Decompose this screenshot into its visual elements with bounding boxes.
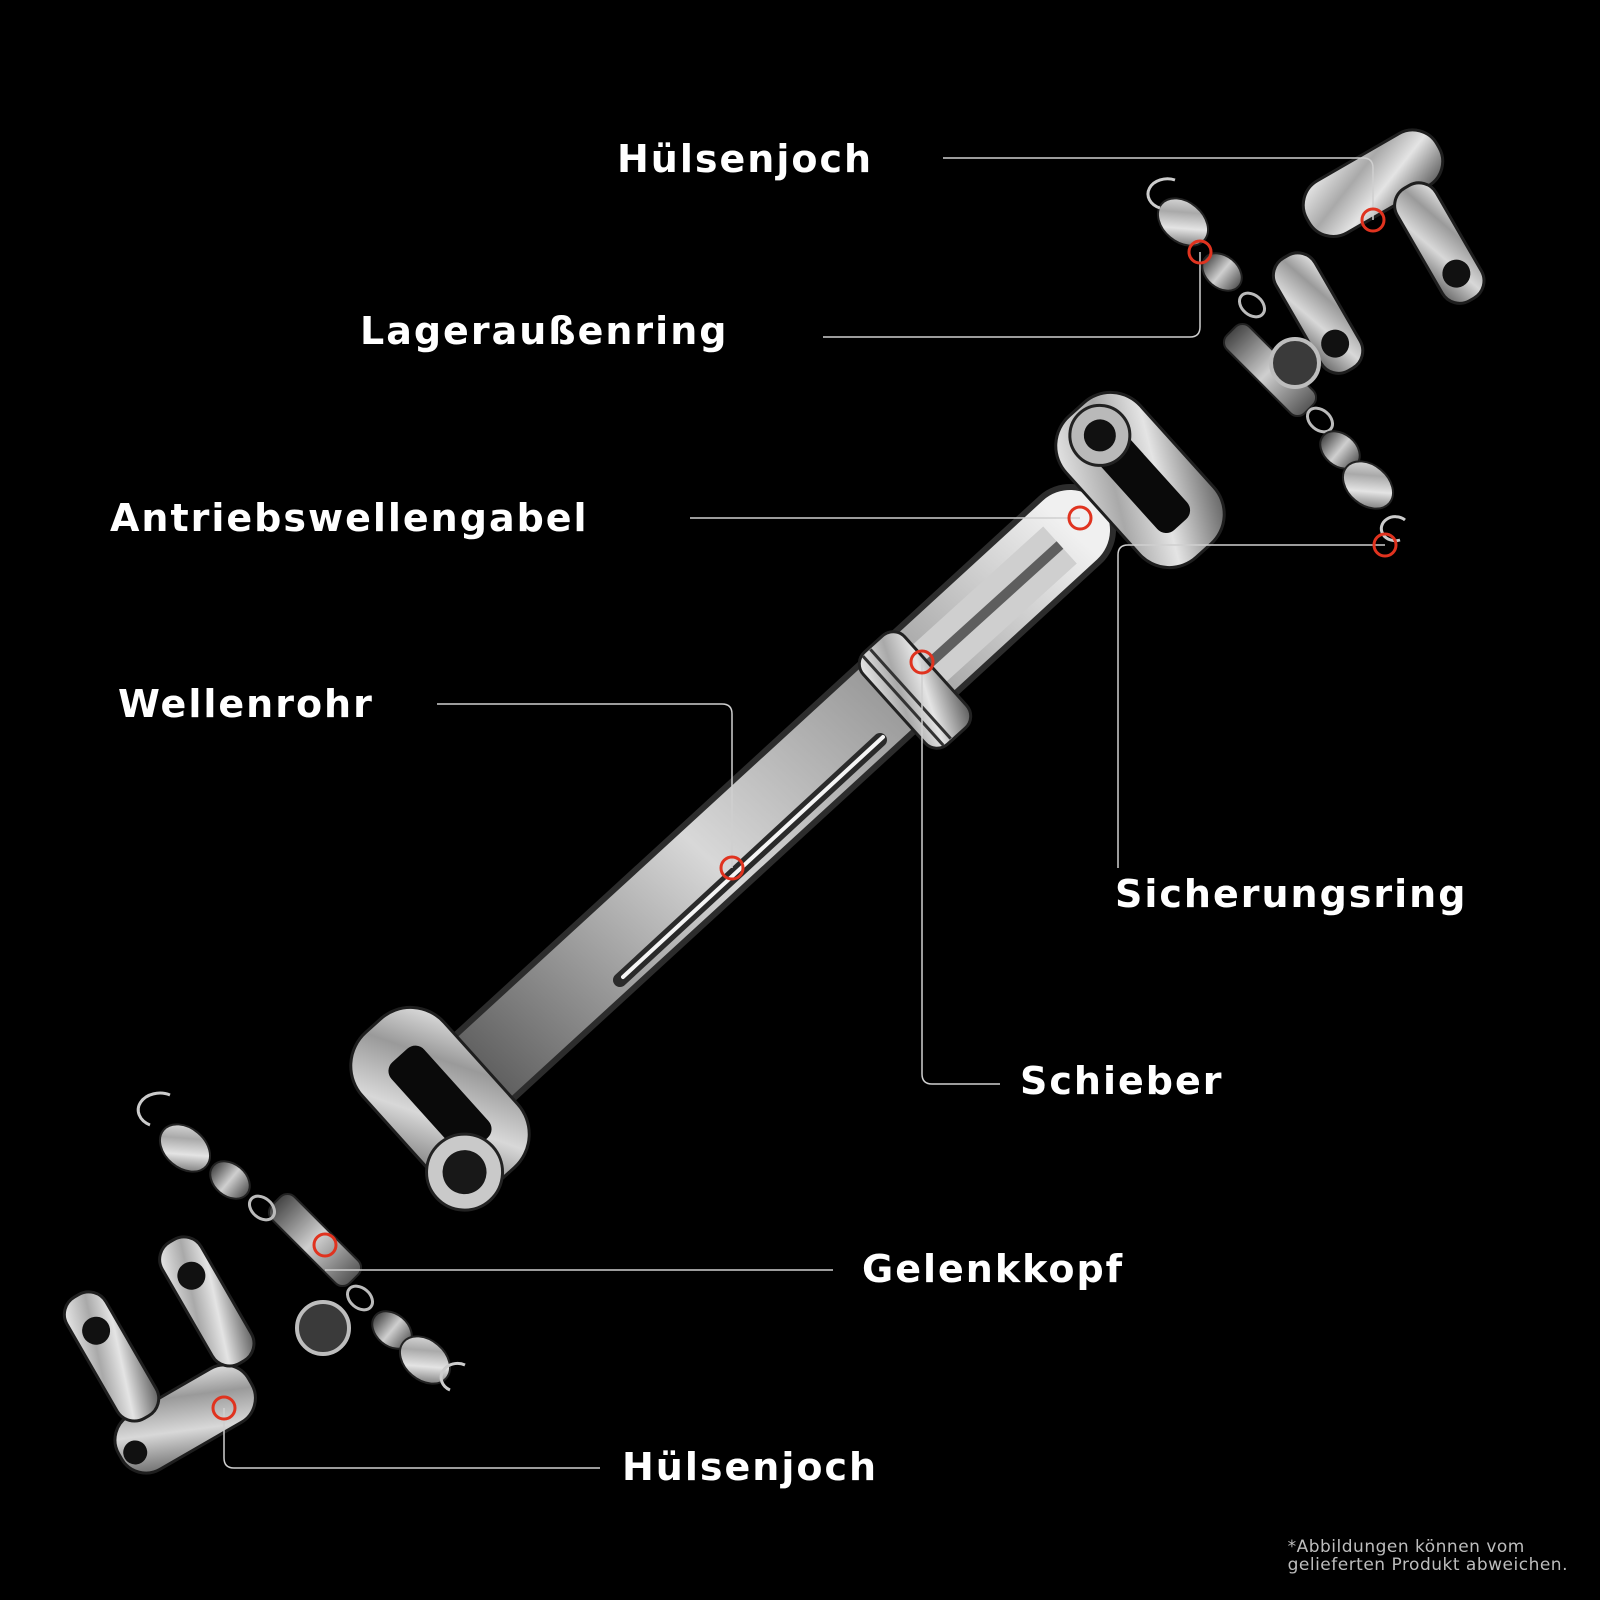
label-schieber: Schieber: [1020, 1059, 1224, 1103]
upper-cross-joint: [1222, 322, 1321, 418]
marker-schieber: [909, 649, 935, 675]
marker-huelsenjoch-top: [1360, 207, 1386, 233]
leader-huelsenjoch-top: [943, 157, 1374, 220]
shaft-tube: [424, 484, 1116, 1126]
label-lageraussenring: Lageraußenring: [360, 309, 729, 353]
slider-collar: [857, 630, 973, 750]
marker-gelenkkopf: [312, 1232, 338, 1258]
disclaimer-line-2: gelieferten Produkt abweichen.: [1287, 1555, 1568, 1575]
leader-sicherungsring: [1117, 544, 1385, 868]
label-gelenkkopf: Gelenkkopf: [862, 1247, 1125, 1291]
lower-cross-joint: [267, 1192, 363, 1356]
lower-shaft-fork: [349, 1005, 531, 1212]
markers: [211, 207, 1398, 1421]
marker-huelsenjoch-bottom: [211, 1395, 237, 1421]
leader-schieber: [921, 662, 1000, 1085]
marker-wellenrohr: [719, 855, 745, 881]
upper-shaft-fork: [1054, 390, 1226, 570]
leader-lageraussenring: [823, 252, 1201, 338]
leader-lines: [223, 157, 1385, 1469]
disclaimer-line-1: *Abbildungen können vom: [1287, 1537, 1525, 1557]
leader-huelsenjoch-bottom: [223, 1408, 600, 1469]
label-huelsenjoch-bottom: Hülsenjoch: [622, 1445, 879, 1489]
label-huelsenjoch-top: Hülsenjoch: [617, 137, 874, 181]
label-wellenrohr: Wellenrohr: [118, 682, 374, 726]
label-antriebswellengabel: Antriebswellengabel: [110, 496, 589, 540]
bottom-sleeve-yoke: [62, 1235, 257, 1475]
leader-wellenrohr: [437, 703, 733, 868]
marker-sicherungsring: [1372, 532, 1398, 558]
disclaimer-note: *Abbildungen können vom gelieferten Prod…: [1288, 1538, 1568, 1574]
upper-bearing-stack: [1146, 177, 1406, 543]
lower-bearing-stack: [136, 1091, 466, 1392]
marker-lageraussenring: [1187, 239, 1213, 265]
marker-antriebswellengabel: [1067, 505, 1093, 531]
label-sicherungsring: Sicherungsring: [1115, 872, 1468, 916]
